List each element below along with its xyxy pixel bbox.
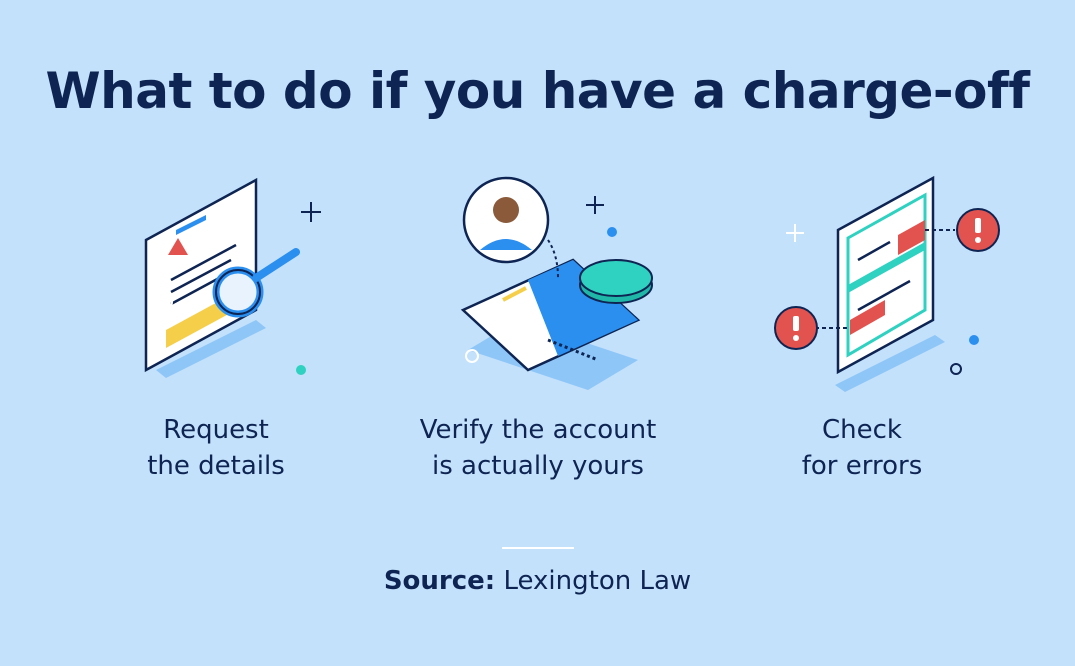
source-label: Source: (383, 566, 496, 596)
step-caption-verify: Verify the account is actually yours (388, 412, 688, 484)
divider (502, 547, 574, 549)
caption-line: Check (822, 415, 902, 445)
caption-line: Request (163, 415, 269, 445)
caption-line: for errors (801, 451, 923, 481)
caption-line: Verify the account (419, 415, 657, 445)
step-check-errors (730, 160, 1030, 400)
step-request-details (66, 160, 366, 400)
caption-line: is actually yours (432, 451, 644, 481)
document-errors-icon (774, 175, 1000, 392)
source-value: Lexington Law (503, 566, 692, 596)
credit-card-verify-icon (460, 176, 653, 390)
source-credit: Source: Lexington Law (0, 566, 1075, 596)
step-caption-check: Check for errors (712, 412, 1012, 484)
page-title: What to do if you have a charge-off (45, 62, 1030, 120)
document-magnifier-icon (144, 177, 321, 378)
step-caption-request: Request the details (66, 412, 366, 484)
caption-line: the details (147, 451, 285, 481)
step-verify-account (388, 160, 688, 400)
